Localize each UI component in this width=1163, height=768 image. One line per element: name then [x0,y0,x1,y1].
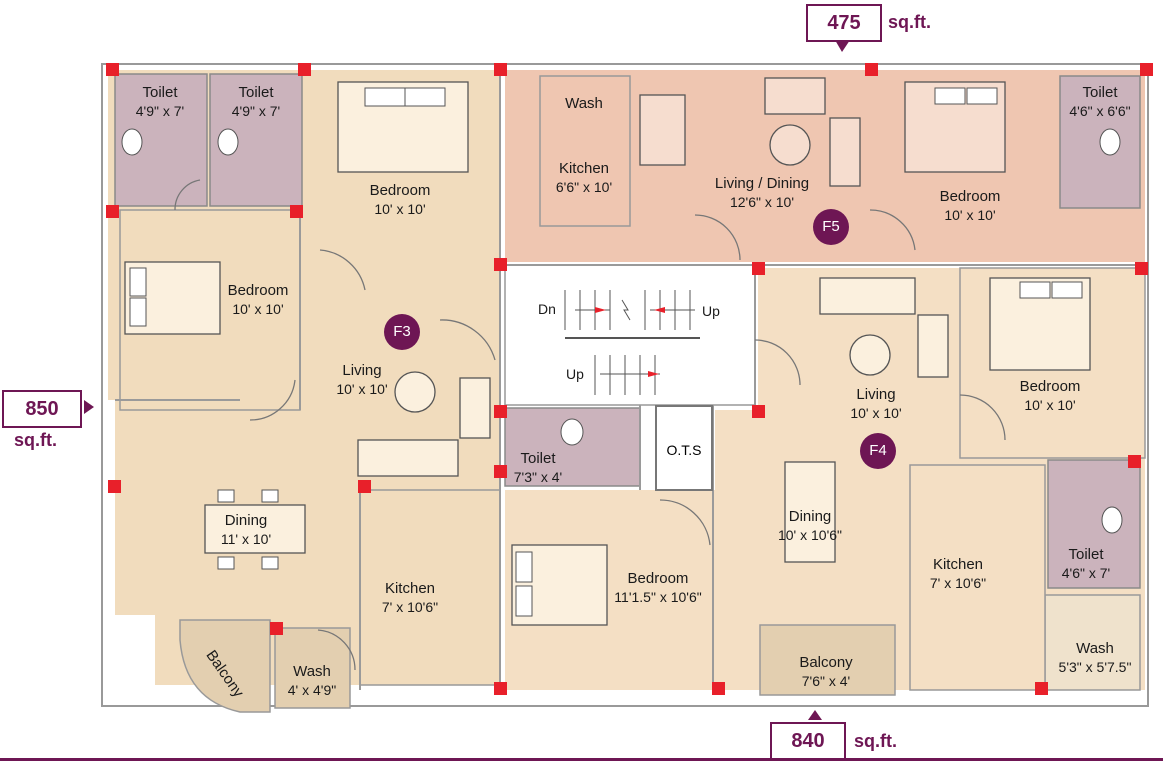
flat-f3 [108,70,501,713]
f3-area-unit: sq.ft. [14,430,57,450]
flat-f4 [505,267,1146,696]
f3-area-box: 850 [2,390,82,428]
flat-badge-f5: F5 [813,209,849,245]
ots-shaft: O.T.S [655,405,713,491]
bottom-divider [0,758,1163,761]
f5-area-box: 475 [806,4,882,42]
staircase [504,264,756,406]
flat-badge-f4: F4 [860,433,896,469]
f4-area-box: 840 [770,722,846,760]
stair-down-label: Dn [538,301,556,317]
stair-up-bottom-label: Up [566,366,584,382]
flat-f5 [505,70,1145,262]
f5-wash-label: Wash [565,95,603,112]
f5-area-unit: sq.ft. [888,12,931,32]
flat-badge-f3: F3 [384,314,420,350]
stair-up-top-label: Up [702,303,720,319]
f4-area-unit: sq.ft. [854,731,897,751]
